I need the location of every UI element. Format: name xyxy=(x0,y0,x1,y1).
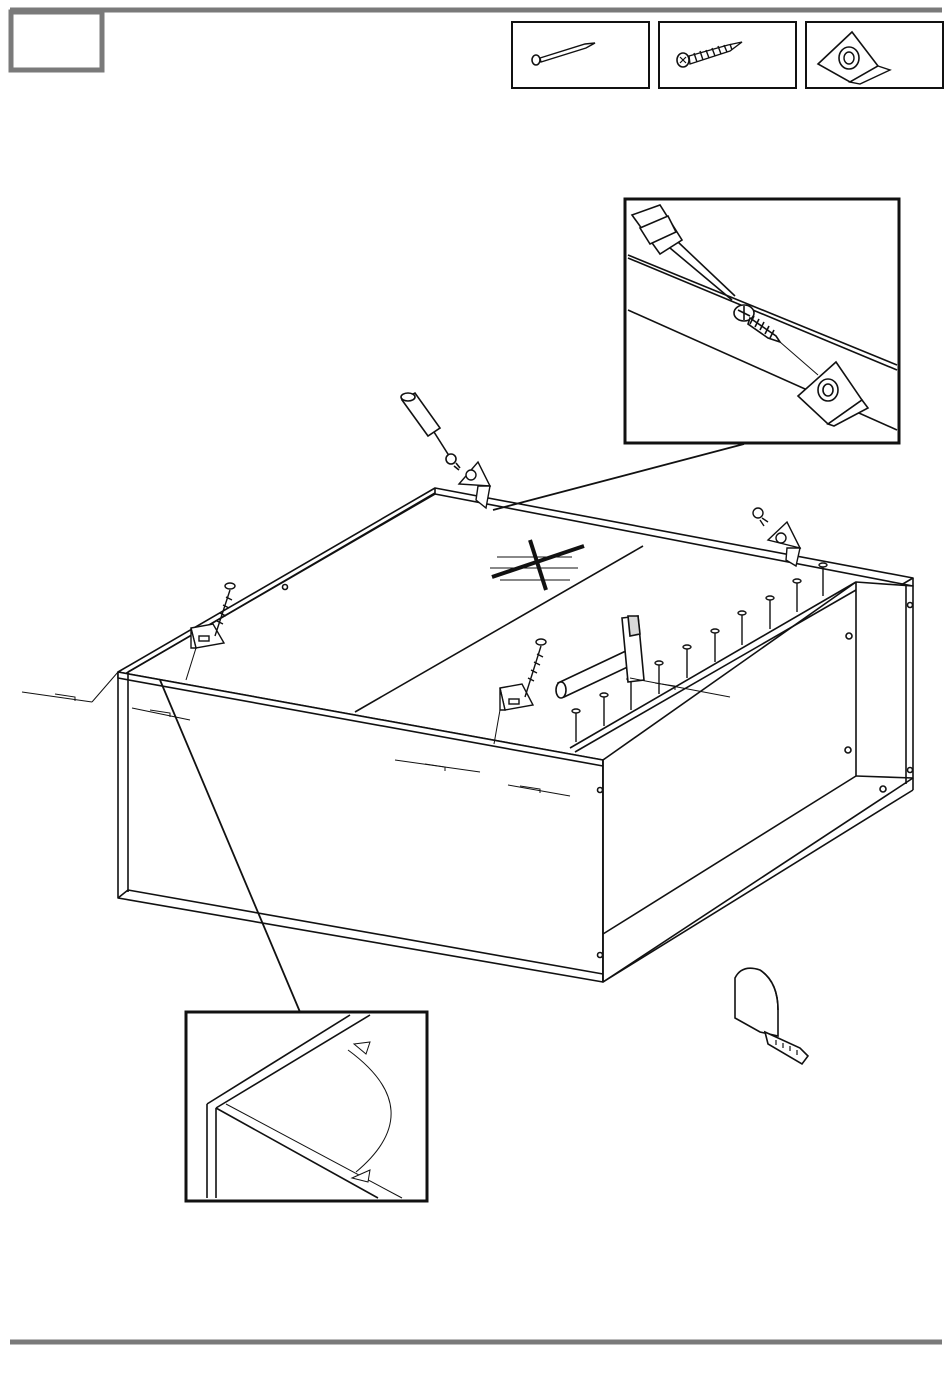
callout-leader-top xyxy=(493,444,744,510)
hardware-box-corner-bracket xyxy=(806,22,943,88)
square-check-detail-callout xyxy=(186,1012,427,1201)
step-number-box xyxy=(11,12,102,70)
screwdriver-icon xyxy=(401,393,460,470)
screw-detail-callout xyxy=(625,199,899,443)
tape-measure-icon xyxy=(735,968,808,1064)
hardware-box-screw xyxy=(659,22,796,88)
hardware-box-nail xyxy=(512,22,649,88)
